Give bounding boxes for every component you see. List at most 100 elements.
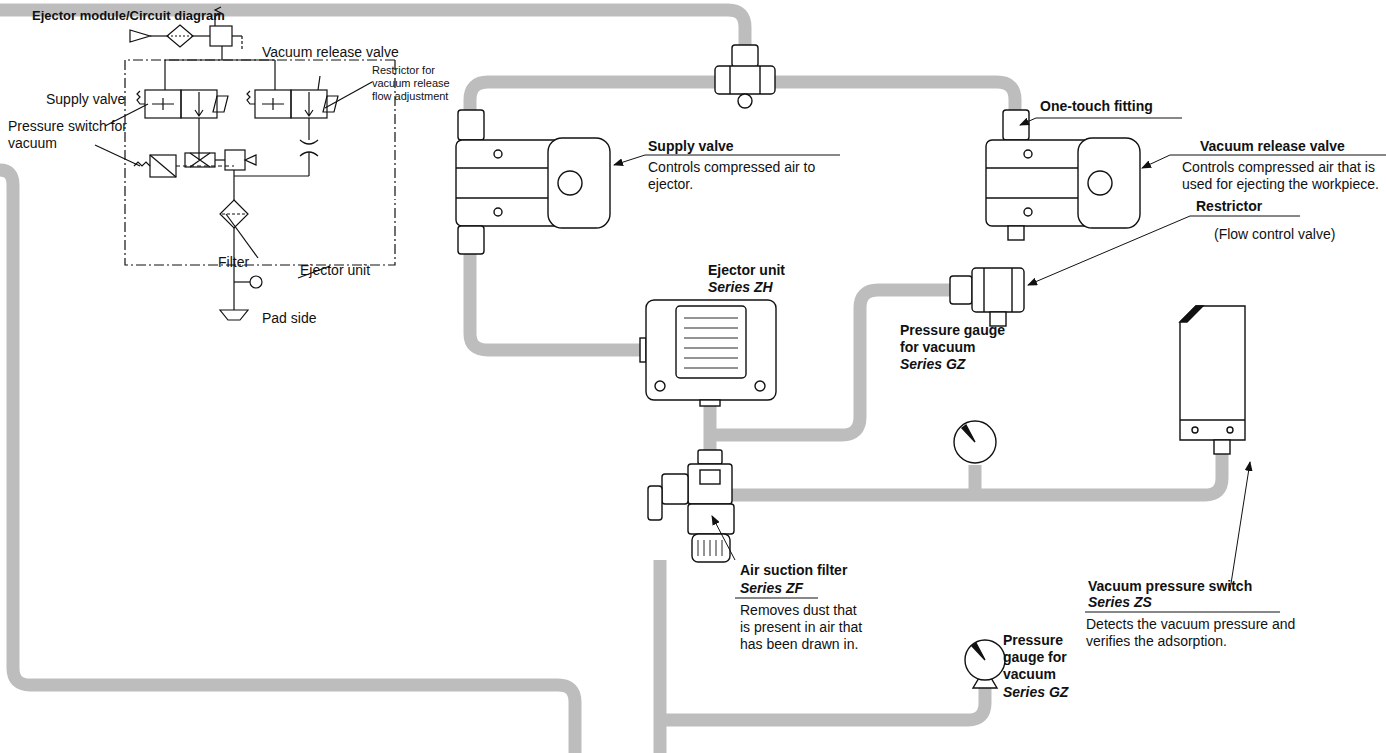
ejector-unit-part <box>655 381 665 391</box>
vacuum-gauge <box>954 421 996 463</box>
ejector-unit <box>640 300 776 406</box>
callout-label: Series GZ <box>1003 684 1068 701</box>
vacuum-pressure-switch-part <box>1214 440 1230 454</box>
circuit-diagram-part <box>225 150 245 170</box>
circuit-diagram-part <box>137 91 145 104</box>
restrictor-part <box>972 268 1024 312</box>
air-suction-filter-part <box>700 470 720 484</box>
air-suction-filter-part <box>648 486 662 520</box>
circuit-diagram-part <box>145 90 181 118</box>
air-suction-filter-part <box>688 504 734 534</box>
leader-lines-part <box>1020 118 1036 125</box>
restrictor <box>950 268 1024 326</box>
air-tubes-part <box>660 685 985 720</box>
circuit-diagram-part <box>250 276 262 288</box>
vacuum-release-valve-part <box>986 167 1078 168</box>
cross-fitting-part <box>759 66 760 94</box>
callout-label: Vacuum release valve <box>1200 138 1345 155</box>
vacuum-release-valve-part <box>1088 171 1112 195</box>
circuit-diagram-part <box>305 92 313 116</box>
leader-lines-part <box>645 155 840 156</box>
callout-label: Pressure gauge for vacuum <box>900 322 1008 356</box>
leader-lines <box>614 118 1386 612</box>
circuit-diagram-part <box>234 175 309 176</box>
circuit-diagram-part <box>215 159 225 160</box>
supply-valve-part <box>548 138 610 228</box>
supply-valve-part <box>456 167 548 168</box>
circuit-diagram-part <box>130 30 150 42</box>
air-suction-filter-part <box>688 464 732 504</box>
vacuum-release-valve-part <box>1008 226 1024 240</box>
ejector-unit-part <box>684 318 738 368</box>
air-tubes <box>0 10 1222 753</box>
callout-label: Air suction filter <box>740 562 850 579</box>
ejector-unit-part <box>640 338 646 362</box>
supply-valve-part <box>456 197 548 198</box>
vacuum-release-valve-part <box>1003 110 1029 140</box>
circuit-diagram-part <box>150 155 176 177</box>
supply-valve-part <box>458 110 484 140</box>
vacuum-release-valve-part <box>1024 208 1032 216</box>
circuit-diagram-part <box>190 153 210 167</box>
cross-fitting-part <box>738 94 752 108</box>
vacuum-pressure-switch-part <box>1192 427 1198 433</box>
circuit-diagram-part <box>198 118 199 160</box>
supply-valve-part <box>558 171 582 195</box>
vacuum-release-valve <box>986 110 1140 240</box>
circuit-diagram-part <box>234 281 250 282</box>
circuit-diagram-part <box>232 35 242 36</box>
callout-label: Vacuum pressure switch <box>1088 578 1252 595</box>
callout-label: Controls compressed air to ejector. <box>648 159 838 193</box>
circuit-diagram-part <box>308 118 309 140</box>
callout-label: Removes dust that is present in air that… <box>740 602 865 652</box>
circuit-diagram-part <box>221 46 222 60</box>
circuit-diagram-part <box>125 60 395 265</box>
cross-fitting-part <box>732 45 758 67</box>
circuit-diagram-part <box>167 25 193 47</box>
callout-label: Ejector unit <box>708 262 785 279</box>
vacuum-release-valve-part <box>986 197 1078 198</box>
ejector-unit-part <box>755 381 765 391</box>
supply-valve <box>456 110 610 254</box>
callout-label: Series GZ <box>900 356 965 373</box>
leader-lines-part <box>712 516 735 560</box>
circuit-diagram-part <box>176 165 234 166</box>
leader-lines-part <box>1036 118 1182 119</box>
leader-lines-part <box>735 598 818 599</box>
callout-label: Restrictor <box>1196 198 1262 215</box>
callout-label: Series ZS <box>1088 594 1152 611</box>
callout-label: Series ZH <box>708 279 773 296</box>
callout-label: Supply valve <box>648 138 734 155</box>
ejector-unit-part <box>700 400 720 406</box>
circuit-diagram-part <box>226 214 258 258</box>
circuit-diagram-part <box>167 35 193 36</box>
circuit-diagram-part <box>274 60 275 90</box>
circuit-diagram-part <box>150 35 167 36</box>
air-tubes-part <box>470 252 642 350</box>
leader-lines-part <box>614 155 645 165</box>
callout-label: Series ZF <box>740 580 803 597</box>
circuit-diagram-part <box>185 153 215 167</box>
circuit-diagram-part <box>318 76 320 90</box>
callout-label: Vacuum release valve <box>262 44 399 61</box>
vacuum-pressure-switch <box>1180 306 1245 454</box>
supply-valve-part <box>494 150 502 158</box>
vacuum-pressure-switch-part <box>1227 427 1233 433</box>
circuit-diagram-part <box>164 60 165 90</box>
callout-label: Supply valve <box>46 91 125 108</box>
circuit-diagram-part <box>262 98 284 110</box>
air-tubes-part <box>0 170 575 753</box>
circuit-diagram-part <box>241 36 242 50</box>
circuit-diagram-part <box>181 90 217 118</box>
restrictor-part <box>950 276 972 304</box>
callout-label: Filter <box>218 254 249 271</box>
air-tubes-part <box>969 465 982 495</box>
leader-lines-part <box>1190 216 1300 217</box>
leader-lines-part <box>1085 612 1280 613</box>
circuit-diagram-part <box>245 155 256 165</box>
circuit-diagram-part <box>220 200 248 228</box>
leader-lines-part <box>1142 155 1170 168</box>
callout-label: Ejector unit <box>300 262 370 279</box>
vacuum-gauge-part <box>972 643 985 660</box>
air-tubes-part <box>470 82 720 112</box>
